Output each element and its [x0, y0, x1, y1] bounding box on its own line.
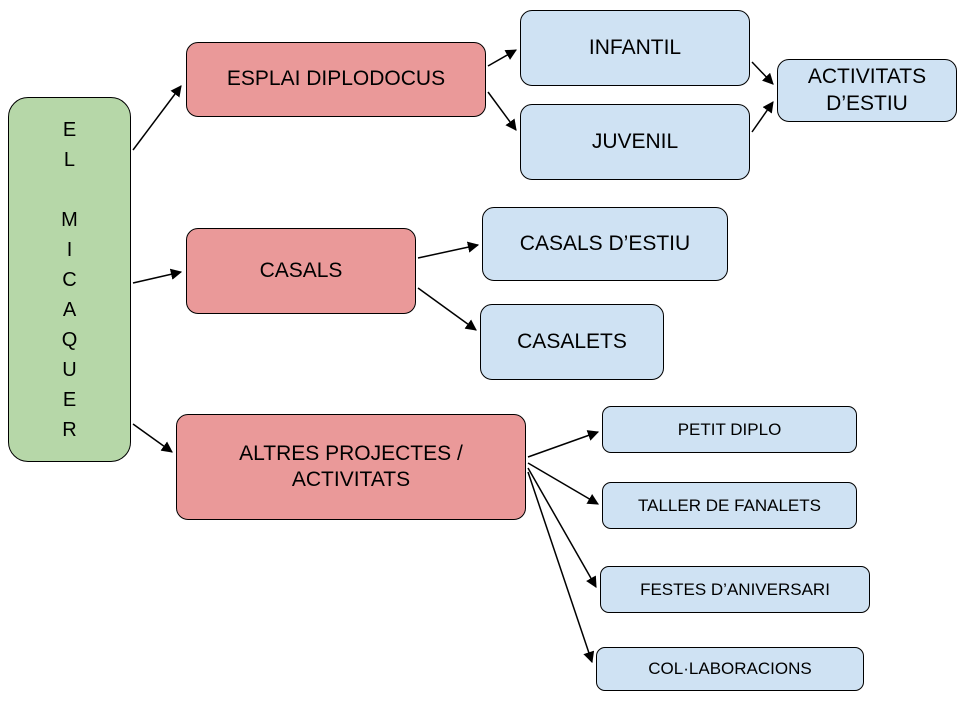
arrow-casals-to-casals-estiu [417, 241, 480, 259]
node-esplai-diplodocus-label: ESPLAI DIPLODOCUS [226, 67, 446, 91]
node-casals: CASALS [186, 228, 416, 314]
node-el-micaquer-label: E L M I C A Q U E R [61, 118, 78, 441]
node-festes-aniversari-label: FESTES D’ANIVERSARI [640, 579, 830, 599]
node-juvenil-label: JUVENIL [591, 129, 679, 153]
arrow-esplai-to-juvenil [487, 91, 517, 131]
node-casals-estiu: CASALS D’ESTIU [482, 207, 728, 281]
node-infantil: INFANTIL [520, 10, 750, 86]
node-infantil-label: INFANTIL [588, 35, 682, 59]
node-esplai-diplodocus: ESPLAI DIPLODOCUS [186, 42, 486, 117]
node-altres-projectes: ALTRES PROJECTES / ACTIVITATS [176, 414, 526, 520]
arrow-esplai-to-infantil [487, 49, 517, 67]
arrow-altres-to-taller [527, 462, 599, 505]
node-petit-diplo-label: PETIT DIPLO [677, 419, 782, 439]
node-altres-projectes-label: ALTRES PROJECTES / ACTIVITATS [239, 441, 463, 491]
arrow-root-to-altres [132, 423, 173, 453]
node-taller-fanalets: TALLER DE FANALETS [602, 482, 857, 529]
arrow-casals-to-casalets [417, 287, 477, 331]
node-collaboracions: COL·LABORACIONS [596, 647, 864, 691]
node-activitats-estiu: ACTIVITATS D’ESTIU [777, 59, 957, 122]
node-festes-aniversari: FESTES D’ANIVERSARI [600, 566, 870, 613]
node-casals-estiu-label: CASALS D’ESTIU [519, 231, 691, 255]
arrow-root-to-esplai [132, 85, 182, 151]
node-el-micaquer: E L M I C A Q U E R [8, 97, 131, 462]
arrow-root-to-casals [132, 268, 183, 284]
node-casalets-label: CASALETS [517, 329, 627, 353]
node-casals-label: CASALS [259, 258, 343, 282]
node-collaboracions-label: COL·LABORACIONS [648, 659, 812, 679]
arrow-altres-to-collaboracions [527, 471, 595, 664]
node-activitats-estiu-label: ACTIVITATS D’ESTIU [807, 65, 927, 115]
node-casalets: CASALETS [480, 304, 664, 380]
node-petit-diplo: PETIT DIPLO [602, 406, 857, 453]
arrow-altres-to-festes [527, 467, 597, 588]
node-juvenil: JUVENIL [520, 104, 750, 180]
arrow-infantil-to-activitats [751, 61, 774, 85]
node-taller-fanalets-label: TALLER DE FANALETS [638, 495, 821, 515]
arrow-juvenil-to-activitats [751, 101, 774, 133]
arrow-altres-to-petit-diplo [527, 430, 600, 458]
